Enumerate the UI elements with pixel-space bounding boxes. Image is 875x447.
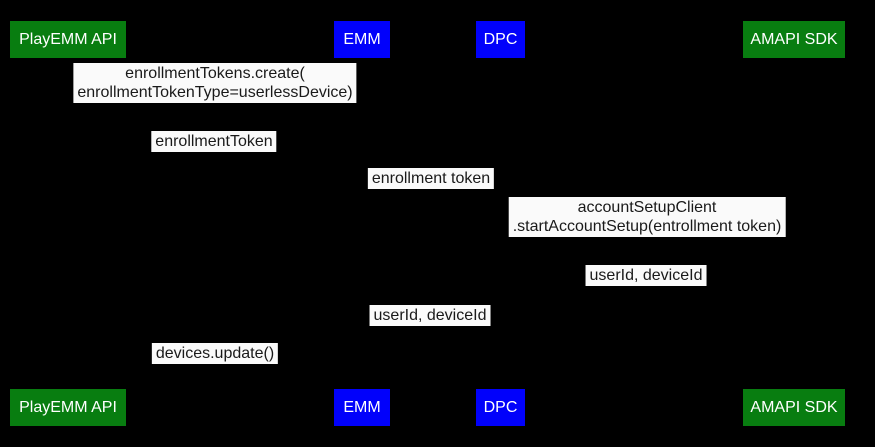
message-label-line: enrollmentToken	[155, 133, 273, 150]
actor-box-playemm-api-bottom: PlayEMM API	[10, 389, 126, 426]
message-label-enrollment-token-to-dpc: enrollment token	[367, 168, 495, 189]
actor-box-dpc-bottom: DPC	[476, 389, 525, 426]
message-label-line: userId, deviceId	[373, 307, 487, 324]
message-label-line: enrollmentTokens.create(	[125, 65, 305, 82]
actor-box-emm-top: EMM	[334, 21, 390, 58]
message-label-devices-update: devices.update()	[151, 343, 279, 364]
message-label-line: userId, deviceId	[589, 267, 703, 284]
actor-box-amapi-sdk-top: AMAPI SDK	[743, 21, 845, 58]
message-label-line: accountSetupClient	[577, 199, 717, 216]
message-label-line: enrollmentTokenType=userlessDevice)	[77, 84, 353, 101]
message-label-userid-deviceid-to-emm: userId, deviceId	[369, 305, 491, 326]
actor-box-playemm-api-top: PlayEMM API	[10, 21, 126, 58]
message-label-line: enrollment token	[371, 170, 491, 187]
message-label-line: .startAccountSetup(entrollment token)	[512, 218, 782, 235]
message-label-userid-deviceid-to-dpc: userId, deviceId	[585, 265, 707, 286]
actor-box-dpc-top: DPC	[476, 21, 525, 58]
message-label-line: devices.update()	[155, 345, 275, 362]
message-label-enrollment-tokens-create: enrollmentTokens.create( enrollmentTokenT…	[73, 63, 357, 103]
actor-box-amapi-sdk-bottom: AMAPI SDK	[743, 389, 845, 426]
message-label-start-account-setup: accountSetupClient .startAccountSetup(ent…	[508, 197, 786, 237]
actor-box-emm-bottom: EMM	[334, 389, 390, 426]
message-label-enrollment-token-return: enrollmentToken	[151, 131, 277, 152]
